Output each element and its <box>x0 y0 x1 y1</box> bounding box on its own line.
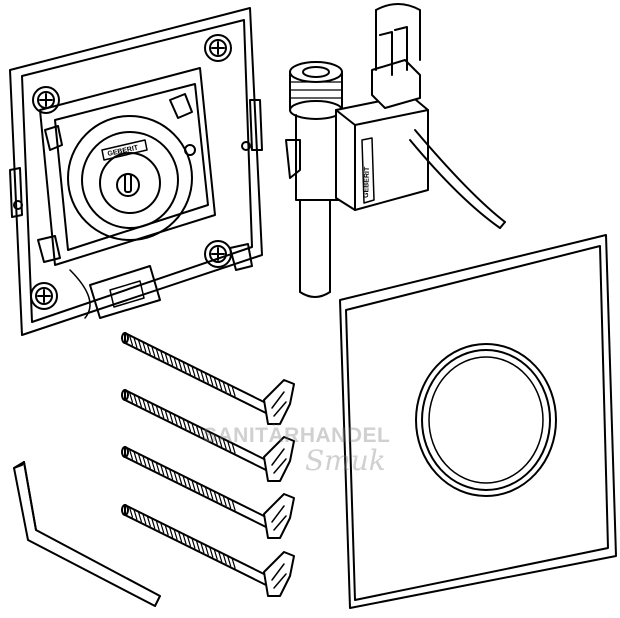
watermark-line-2: Smuk <box>305 444 386 477</box>
mounting-bolts <box>121 332 295 597</box>
hex-key-tool <box>13 461 161 607</box>
valve-brand-label: GEBERIT <box>363 166 371 198</box>
bolt <box>121 504 295 597</box>
bolt <box>121 446 295 539</box>
flush-button-ring <box>415 343 557 497</box>
cover-plate <box>339 234 617 609</box>
watermark-line-1: SANITÄRHANDEL <box>203 424 391 447</box>
frame-screw <box>204 34 232 62</box>
mounting-frame: GEBERIT <box>9 7 263 336</box>
solenoid-valve: GEBERIT <box>285 3 506 298</box>
flush-button <box>428 356 544 484</box>
bolt <box>121 389 295 482</box>
bolt <box>121 332 295 425</box>
frame-screw <box>204 240 232 268</box>
frame-screw <box>32 86 60 114</box>
frame-boss <box>67 115 193 241</box>
frame-screw <box>30 282 58 310</box>
